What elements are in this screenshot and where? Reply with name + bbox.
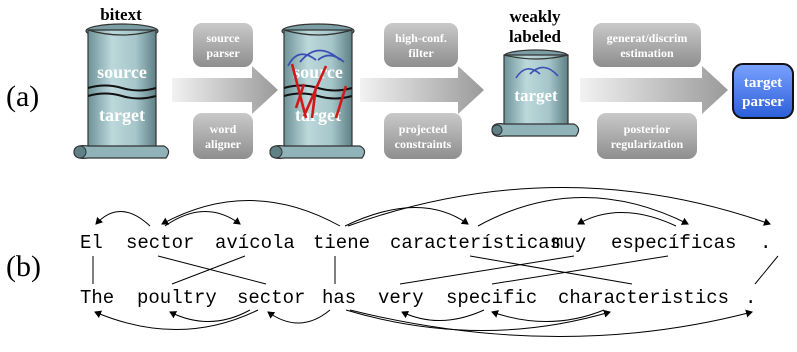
weakly-labeled-target-label: target <box>514 86 558 105</box>
es-word: tiene <box>313 232 370 254</box>
flow-arrow-1 <box>172 66 278 114</box>
projected-constraints-line1: projected <box>399 122 448 136</box>
es-word: sector <box>126 232 194 254</box>
alignment-lines <box>290 63 348 119</box>
panel-a-label: (a) <box>6 80 39 113</box>
flow-arrow-3 <box>580 66 728 114</box>
posterior-regularization-box: posterior regularization <box>597 113 697 159</box>
en-word: very <box>378 287 424 309</box>
bitext-scroll <box>73 23 170 159</box>
en-word: sector <box>237 287 305 309</box>
en-word: poultry <box>137 287 217 309</box>
english-dependency-arcs <box>94 309 753 337</box>
word-alignments <box>92 255 779 285</box>
spanish-dependency-arcs <box>95 187 771 227</box>
high-conf-filter-line1: high-conf. <box>395 31 447 45</box>
generat-discrim-box: generat/discrim estimation <box>593 23 701 67</box>
bitext-source-label: source <box>97 62 147 82</box>
projected-constraints-line2: constraints <box>395 137 452 151</box>
en-word: . <box>745 287 756 309</box>
target-parser-box: target parser <box>732 63 794 119</box>
source-parser-line1: source <box>206 31 240 45</box>
aligned-target-label: target <box>295 105 341 125</box>
bitext-target-label: target <box>99 105 145 125</box>
bitext-title: bitext <box>100 5 142 24</box>
word-aligner-line2: aligner <box>205 137 242 151</box>
target-parser-line1: target <box>744 75 782 91</box>
scroll3-dependency-arcs <box>515 66 559 79</box>
word-aligner-box: word aligner <box>193 113 253 159</box>
spanish-sentence: El sector avícola tiene características … <box>80 232 771 254</box>
en-word: characteristics <box>558 287 729 309</box>
en-word: The <box>80 287 114 309</box>
es-word: . <box>760 232 771 254</box>
high-conf-filter-box: high-conf. filter <box>384 23 458 67</box>
posterior-regularization-line2: regularization <box>611 137 684 151</box>
generat-discrim-line2: estimation <box>620 46 674 60</box>
target-parser-line2: parser <box>742 94 784 110</box>
weakly-labeled-line2: labeled <box>509 27 561 46</box>
es-word: específicas <box>611 232 736 254</box>
scroll2-dependency-arcs <box>287 49 345 67</box>
flow-arrow-2 <box>360 66 484 114</box>
projected-constraints-box: projected constraints <box>384 113 462 159</box>
es-word: características <box>390 232 561 254</box>
aligned-source-label: source <box>293 62 343 82</box>
posterior-regularization-line1: posterior <box>624 122 671 136</box>
english-sentence: The poultry sector has very specific cha… <box>80 287 756 309</box>
es-word: El <box>80 232 103 254</box>
word-aligner-line1: word <box>210 122 237 136</box>
es-word: avícola <box>215 232 295 254</box>
weakly-labeled-line1: weakly <box>510 7 562 26</box>
en-word: has <box>322 287 356 309</box>
es-word: muy <box>552 232 586 254</box>
source-parser-box: source parser <box>193 23 253 67</box>
source-parser-line2: parser <box>206 46 240 60</box>
high-conf-filter-line2: filter <box>408 46 434 60</box>
generat-discrim-line1: generat/discrim <box>607 31 688 45</box>
en-word: specific <box>446 287 537 309</box>
aligned-scroll <box>269 23 366 159</box>
panel-b-label: (b) <box>6 250 41 283</box>
